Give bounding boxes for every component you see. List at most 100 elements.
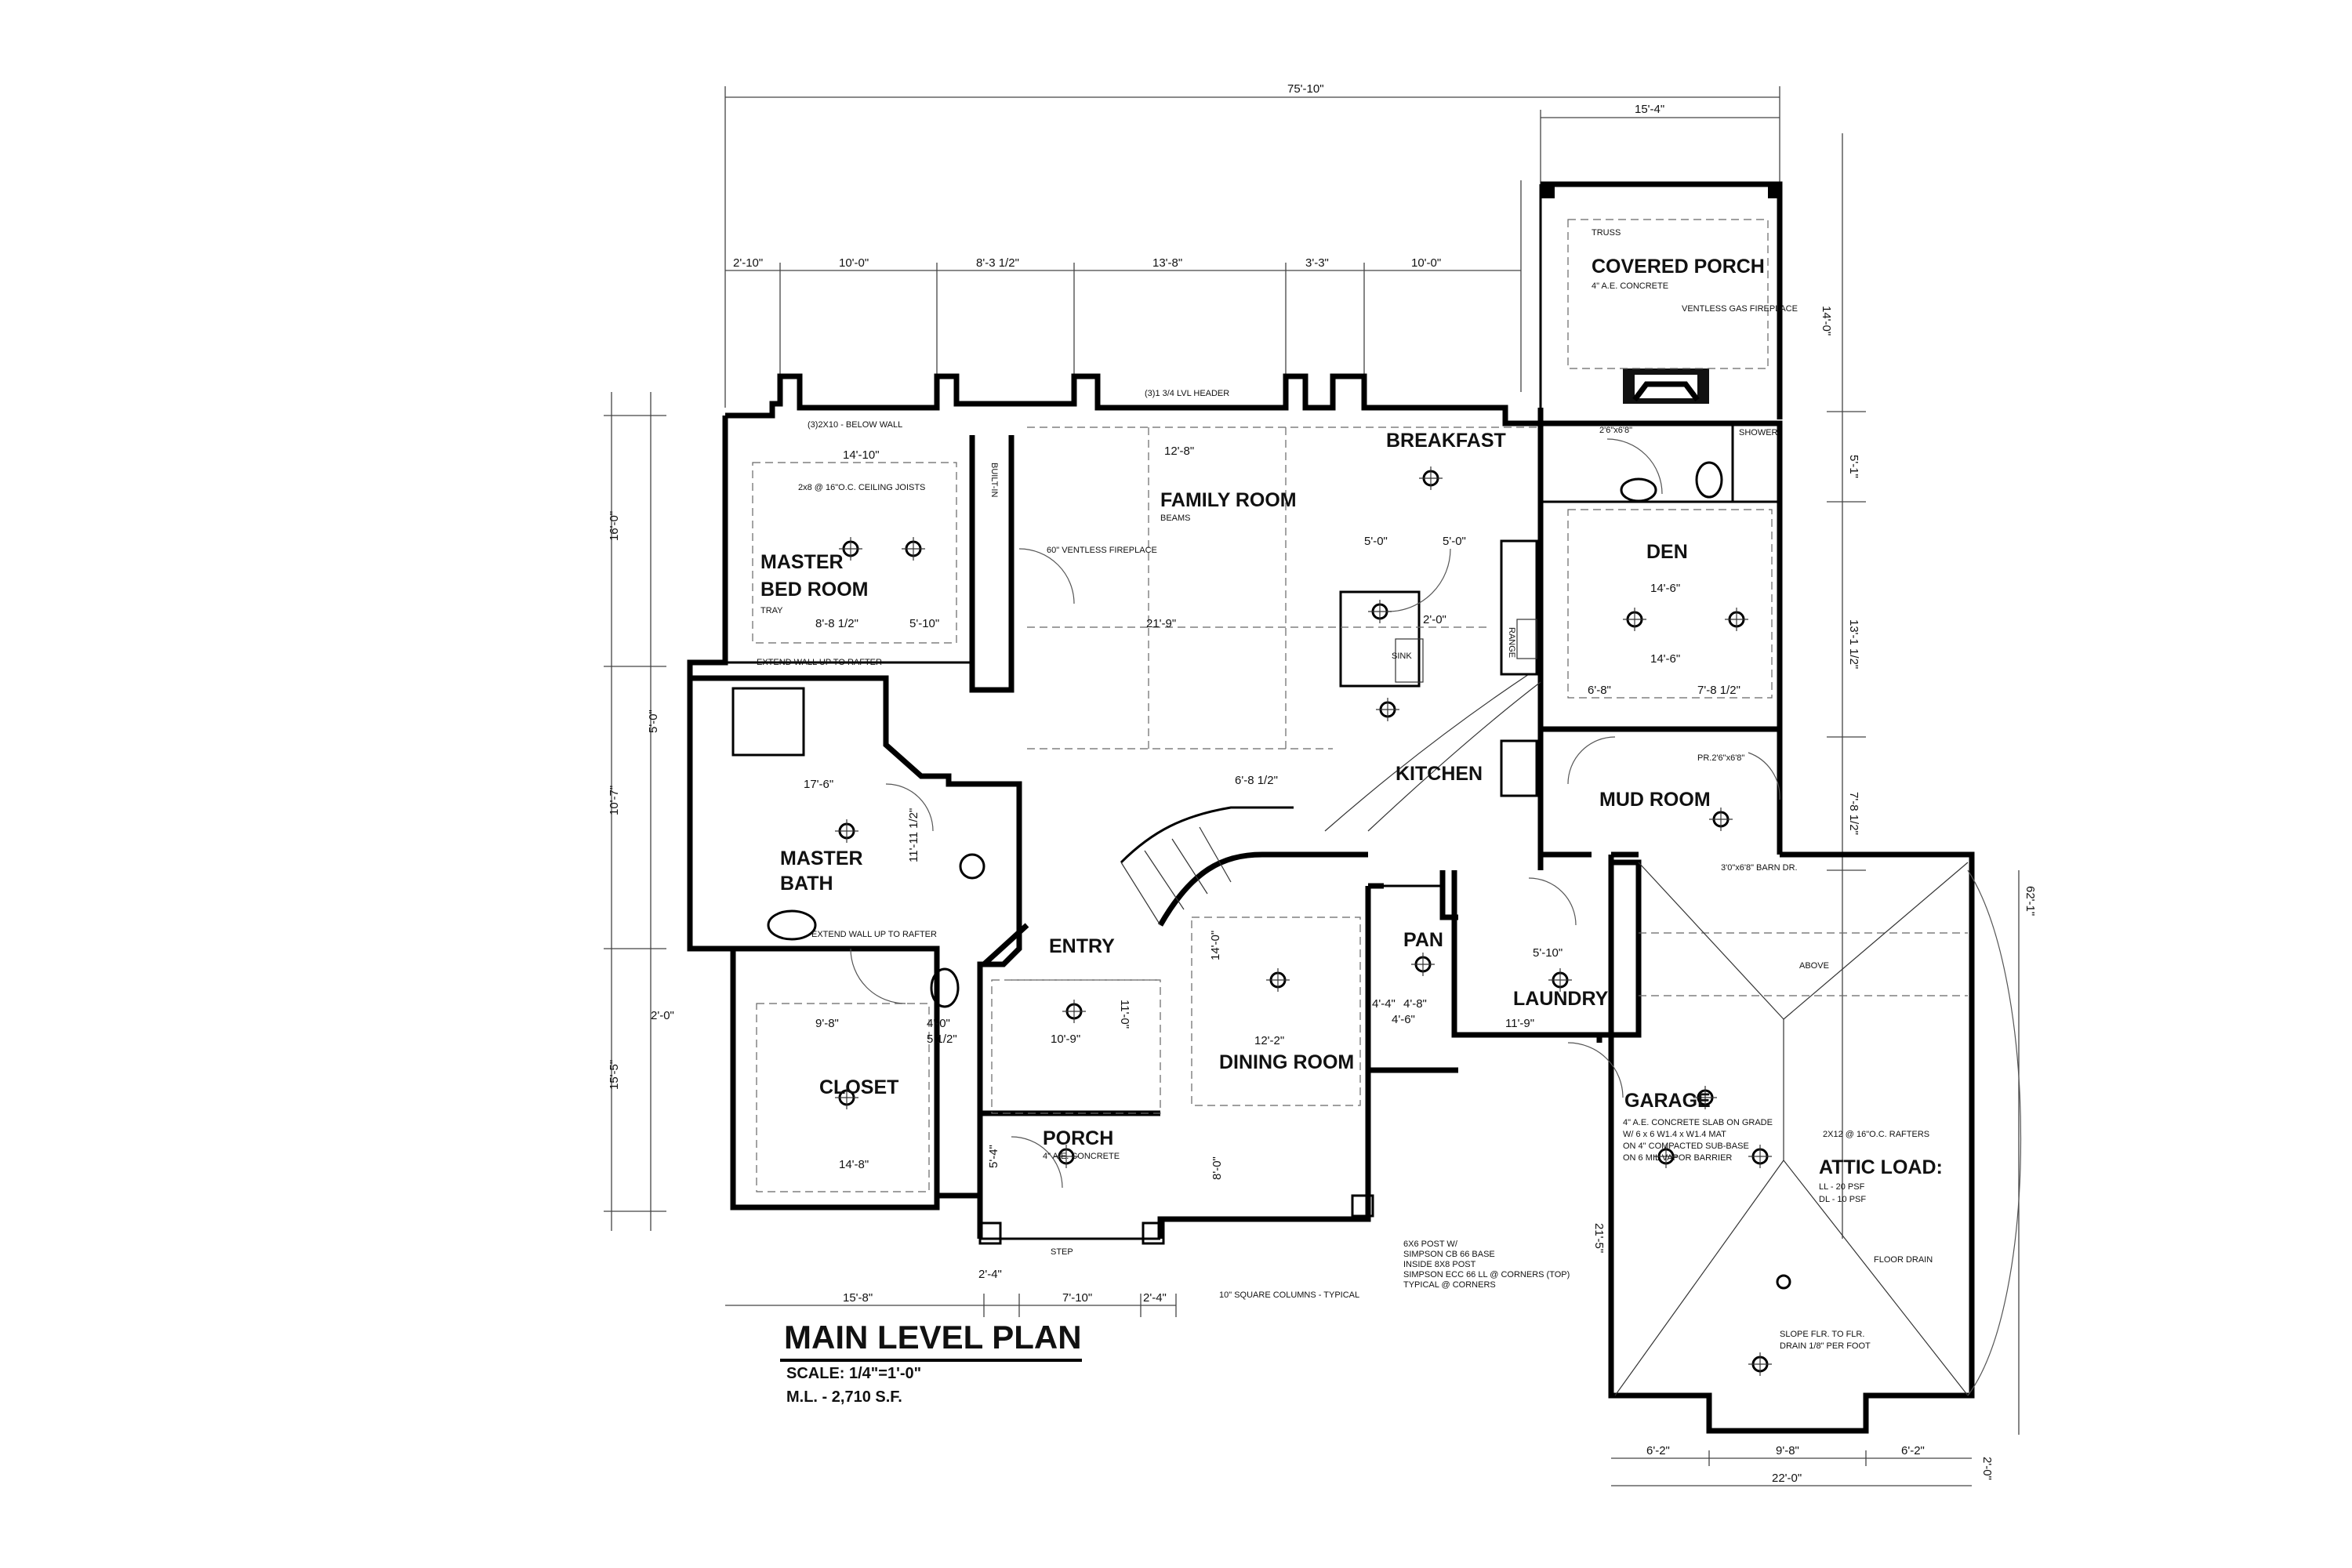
dim-pan-1: 4'-4" (1372, 997, 1396, 1011)
note-cp-concrete: 4" A.E. CONCRETE (1592, 281, 1668, 291)
room-label-pan: PAN (1403, 929, 1443, 951)
toilet-icon (1695, 461, 1723, 499)
ceiling-light-icon (1654, 1145, 1678, 1168)
ceiling-light-icon (1623, 608, 1646, 631)
dim-left-5: 2'-0" (651, 1009, 674, 1022)
note-post-4: SIMPSON ECC 66 LL @ CORNERS (TOP) (1403, 1270, 1570, 1279)
dim-closet-5: 5 1/2" (927, 1033, 957, 1046)
dim-entry-w: 10'-9" (1051, 1033, 1080, 1046)
ceiling-light-icon (1054, 1145, 1078, 1168)
ceiling-light-icon (1062, 1000, 1086, 1023)
room-label-kitchen: KITCHEN (1396, 763, 1483, 785)
dim-fr-width2: 21'-9" (1146, 617, 1176, 630)
dim-kit-3: 5'-0" (1443, 535, 1466, 548)
dim-cp-depth: 14'-0" (1820, 306, 1833, 336)
dim-right-garage: 62'-1" (2024, 886, 2037, 916)
dimension-labels: 75'-10" 15'-4" 2'-10" 10'-0" 8'-3 1/2" 1… (608, 82, 2037, 1485)
dim-bottom-3: 2'-4" (978, 1268, 1002, 1281)
dim-dining-w: 12'-2" (1254, 1034, 1284, 1047)
ceiling-light-icon (1693, 1086, 1717, 1109)
dim-garage-b1: 6'-2" (1646, 1444, 1670, 1457)
kitchen-fixtures (1339, 539, 1538, 797)
ceiling-light-icon (1419, 466, 1443, 490)
dim-garage-b3: 6'-2" (1901, 1444, 1925, 1457)
dim-den-w4: 7'-8 1/2" (1697, 684, 1740, 697)
note-beams: BEAMS (1160, 514, 1191, 523)
dim-left-2: 10'-7" (608, 786, 621, 815)
room-label-entry: ENTRY (1049, 935, 1115, 957)
dim-top-4: 13'-8" (1152, 256, 1182, 270)
note-barn-dr: 3'0"x6'8" BARN DR. (1721, 863, 1798, 873)
note-den-door: 2'6"x6'8" (1599, 426, 1632, 435)
dim-porch-d2: 8'-0" (1210, 1156, 1224, 1180)
dim-porch-d: 5'-4" (987, 1145, 1000, 1168)
note-header: (3)1 3/4 LVL HEADER (1145, 389, 1229, 398)
fireplace (1623, 368, 1709, 404)
note-extend-wall-2: EXTEND WALL UP TO RAFTER (811, 930, 937, 939)
dim-kit-1: 6'-8 1/2" (1235, 774, 1278, 787)
dim-den-w: 14'-6" (1650, 582, 1680, 595)
dim-pan-2: 4'-8" (1403, 997, 1427, 1011)
toilet-icon (930, 967, 960, 1008)
room-label-breakfast: BREAKFAST (1386, 430, 1506, 452)
room-label-garage: GARAGE (1624, 1090, 1711, 1112)
dim-bath-w: 17'-6" (804, 778, 833, 791)
room-label-family-room: FAMILY ROOM (1160, 489, 1297, 511)
ceiling-light-icon (1748, 1352, 1772, 1376)
note-sink: SINK (1392, 652, 1412, 661)
ceiling-light-icon (1411, 953, 1435, 976)
dim-den-w3: 6'-8" (1588, 684, 1611, 697)
note-above: ABOVE (1799, 961, 1829, 971)
dim-mb-width2: 8'-8 1/2" (815, 617, 858, 630)
plumbing-fixtures (767, 461, 1791, 1290)
ceiling-light-icon (902, 537, 925, 561)
dim-laundry-w2: 5'-10" (1533, 946, 1563, 960)
note-ventless-fr: 60" VENTLESS FIREPLACE (1047, 546, 1157, 555)
note-post-1: 6X6 POST W/ (1403, 1240, 1458, 1249)
note-ll: LL - 20 PSF (1819, 1182, 1865, 1192)
tub-icon (767, 909, 817, 941)
dim-fr-width: 12'-8" (1164, 445, 1194, 458)
note-dl: DL - 10 PSF (1819, 1195, 1866, 1204)
dim-overall-width: 75'-10" (1287, 82, 1324, 96)
dim-closet-w: 14'-8" (839, 1158, 869, 1171)
room-label-attic-load: ATTIC LOAD: (1819, 1156, 1943, 1178)
dim-closet-w2: 9'-8" (815, 1017, 839, 1030)
dimension-lines (604, 86, 2020, 1486)
plan-scale: SCALE: 1/4"=1'-0" (786, 1365, 921, 1382)
exterior-walls (687, 181, 1975, 1434)
note-slope-1: SLOPE FLR. TO FLR. (1780, 1330, 1864, 1339)
dim-kit-4: 2'-0" (1423, 613, 1446, 626)
dim-dining-h: 14'-0" (1209, 931, 1222, 960)
note-post-5: TYPICAL @ CORNERS (1403, 1280, 1496, 1290)
dim-bottom-2: 7'-10" (1062, 1291, 1092, 1305)
room-labels: COVERED PORCH BREAKFAST FAMILY ROOM MAST… (760, 256, 1943, 1178)
plan-title: MAIN LEVEL PLAN (784, 1319, 1082, 1356)
dim-right-2: 7'-8 1/2" (1847, 792, 1860, 835)
dim-mb-width: 14'-10" (843, 448, 880, 462)
note-step: STEP (1051, 1247, 1073, 1257)
note-tray: TRAY (760, 606, 783, 615)
dim-garage-b4: 2'-0" (1980, 1457, 1994, 1480)
room-label-master-bed-1: MASTER (760, 551, 844, 573)
ceiling-light-icon (835, 819, 858, 843)
note-extend-wall: EXTEND WALL UP TO RAFTER (757, 658, 882, 667)
dim-top-6: 10'-0" (1411, 256, 1441, 270)
note-built-in: BUILT-IN (989, 463, 999, 497)
room-label-covered-porch: COVERED PORCH (1592, 256, 1765, 278)
note-porch-concrete: 4" A.E. CONCRETE (1043, 1152, 1120, 1161)
dim-pan-3: 4'-6" (1392, 1013, 1415, 1026)
note-range: RANGE (1507, 627, 1516, 658)
note-truss: TRUSS (1592, 228, 1621, 238)
stair (1120, 673, 1541, 927)
note-slope-2: DRAIN 1/8" PER FOOT (1780, 1341, 1871, 1351)
ceiling-light-icon (1266, 968, 1290, 992)
room-label-mud-room: MUD ROOM (1599, 789, 1711, 811)
note-garage-slab-1: 4" A.E. CONCRETE SLAB ON GRADE (1623, 1118, 1773, 1127)
light-fixtures (835, 466, 1772, 1376)
dim-closet-4: 4'-0" (927, 1017, 950, 1030)
note-shower: SHOWER (1739, 428, 1778, 437)
title-block: MAIN LEVEL PLAN SCALE: 1/4"=1'-0" M.L. -… (780, 1319, 1082, 1406)
room-label-den: DEN (1646, 541, 1688, 563)
